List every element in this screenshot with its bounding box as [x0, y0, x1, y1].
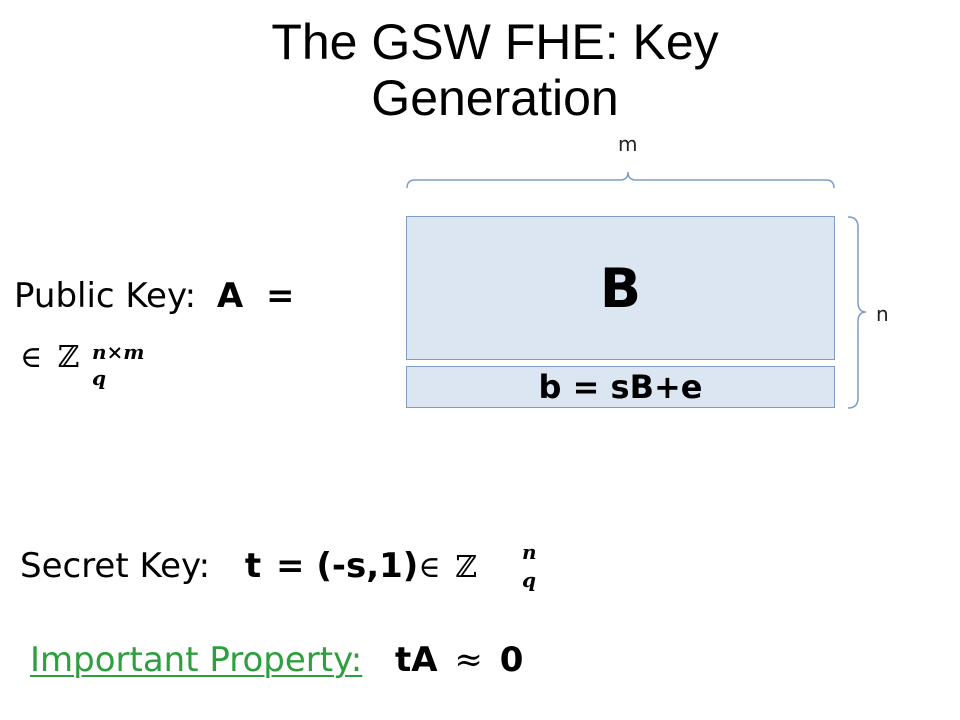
public-key-member-symbol: ∈	[20, 340, 43, 375]
n-brace	[847, 216, 867, 409]
public-key-superscript: n×m	[92, 340, 145, 364]
property-lhs: tA	[395, 640, 438, 680]
property-line: Important Property: tA ≈ 0	[30, 640, 523, 680]
secret-key-value: = (-s,1)	[276, 546, 419, 586]
n-dimension-label: n	[876, 302, 889, 326]
secret-key-line: Secret Key: t = (-s,1)∈ ℤ	[20, 546, 477, 586]
public-key-integer-set: ℤ	[57, 340, 80, 375]
public-key-domain: ∈ ℤ	[20, 340, 80, 375]
public-key-subscript: q	[92, 366, 106, 390]
public-key-var: A	[216, 276, 244, 316]
matrix-B: B	[406, 216, 835, 360]
important-property-link[interactable]: Important Property:	[30, 640, 363, 680]
slide-title: The GSW FHE: Key Generation	[271, 14, 719, 126]
property-approx-symbol: ≈	[454, 640, 483, 680]
public-key-label: Public Key:	[14, 276, 197, 316]
public-key-equals: =	[266, 276, 295, 316]
row-b: b = sB+e	[406, 366, 835, 408]
public-key-line: Public Key: A =	[14, 276, 295, 316]
matrix-B-label: B	[599, 256, 642, 320]
secret-key-label: Secret Key:	[20, 546, 211, 586]
secret-key-var: t	[244, 546, 262, 586]
property-rhs: 0	[499, 640, 524, 680]
secret-key-integer-set: ℤ	[455, 550, 478, 585]
m-dimension-label: m	[618, 132, 638, 156]
secret-key-subscript: q	[522, 568, 536, 592]
row-b-label: b = sB+e	[538, 368, 703, 406]
m-brace	[406, 171, 835, 189]
secret-key-member-symbol: ∈	[418, 550, 441, 585]
secret-key-superscript: n	[522, 540, 537, 564]
